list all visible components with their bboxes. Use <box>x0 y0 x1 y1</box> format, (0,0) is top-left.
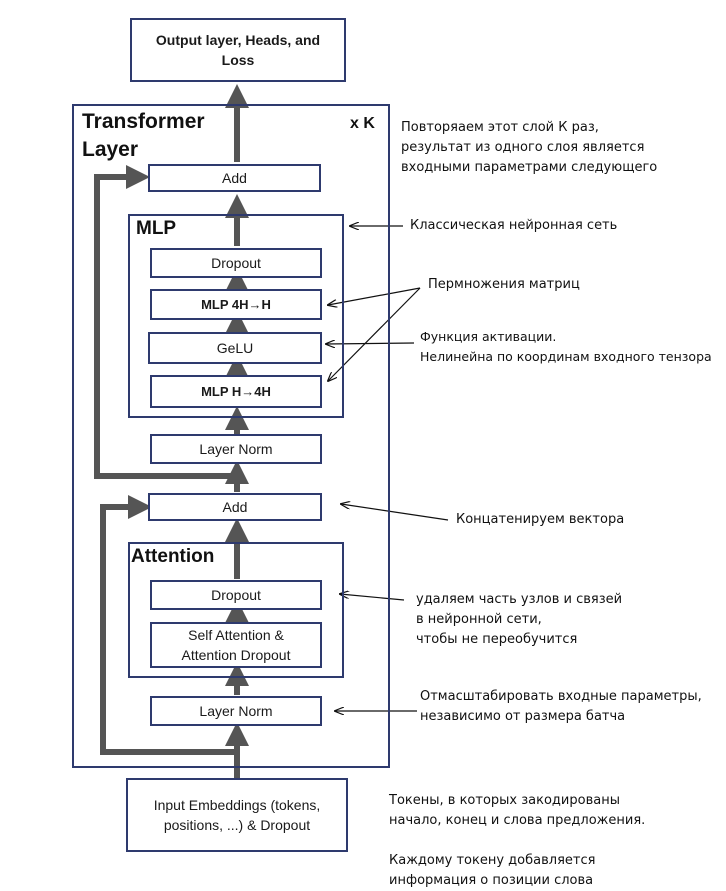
attention-title: Attention <box>131 546 215 567</box>
transformer-layer-title: Transformer Layer <box>82 110 205 161</box>
attention-dropout-label: Dropout <box>211 587 261 603</box>
input-embeddings-box: Input Embeddings (tokens, positions, ...… <box>126 778 348 852</box>
self-attention-label: Self Attention & Attention Dropout <box>181 627 291 663</box>
add-top-label: Add <box>222 170 247 186</box>
add-bottom-box: Add <box>148 493 322 521</box>
self-attention-box: Self Attention & Attention Dropout <box>150 622 322 668</box>
residual-arrows <box>94 165 237 755</box>
mlp-dropout-box: Dropout <box>150 248 322 278</box>
note-concat: Концатенируем вектора <box>456 512 625 527</box>
layer-norm-top-label: Layer Norm <box>199 441 273 457</box>
note-repeat: Повторяаем этот слой К раз, результат из… <box>401 120 658 175</box>
attention-container <box>128 542 344 678</box>
mlp-h-4h-box: MLP H→4H <box>150 375 322 408</box>
mlp-title: MLP <box>136 218 177 239</box>
note-dropout: удаляем часть узлов и связей в нейронной… <box>416 592 623 647</box>
note-tokens: Токены, в которых закодированы начало, к… <box>389 793 646 888</box>
layer-norm-bottom-box: Layer Norm <box>150 696 322 726</box>
layer-norm-bottom-label: Layer Norm <box>199 703 273 719</box>
input-embeddings-label: Input Embeddings (tokens, positions, ...… <box>153 797 321 833</box>
repeat-count-label: x K <box>350 115 375 132</box>
mlp-dropout-label: Dropout <box>211 255 261 271</box>
note-activation: Функция активации. Нелинейна по координа… <box>420 329 712 364</box>
note-layernorm: Отмасштабировать входные параметры, неза… <box>420 689 702 724</box>
add-top-box: Add <box>148 164 321 192</box>
output-layer-label: Output layer, Heads, and Loss <box>155 32 321 68</box>
mlp-h-4h-label: MLP H→4H <box>201 384 271 399</box>
attention-dropout-box: Dropout <box>150 580 322 610</box>
mlp-4h-h-label: MLP 4H→H <box>201 297 271 312</box>
layer-norm-top-box: Layer Norm <box>150 434 322 464</box>
note-mlp: Классическая нейронная сеть <box>410 218 618 233</box>
gelu-label: GeLU <box>216 340 254 356</box>
output-layer-box: Output layer, Heads, and Loss <box>130 18 346 82</box>
transformer-layer-container <box>72 104 390 768</box>
add-bottom-label: Add <box>222 499 248 515</box>
note-matmul: Пермножения матриц <box>428 277 580 292</box>
mlp-4h-h-box: MLP 4H→H <box>150 289 322 320</box>
mlp-container <box>128 214 344 418</box>
gelu-box: GeLU <box>148 332 322 364</box>
